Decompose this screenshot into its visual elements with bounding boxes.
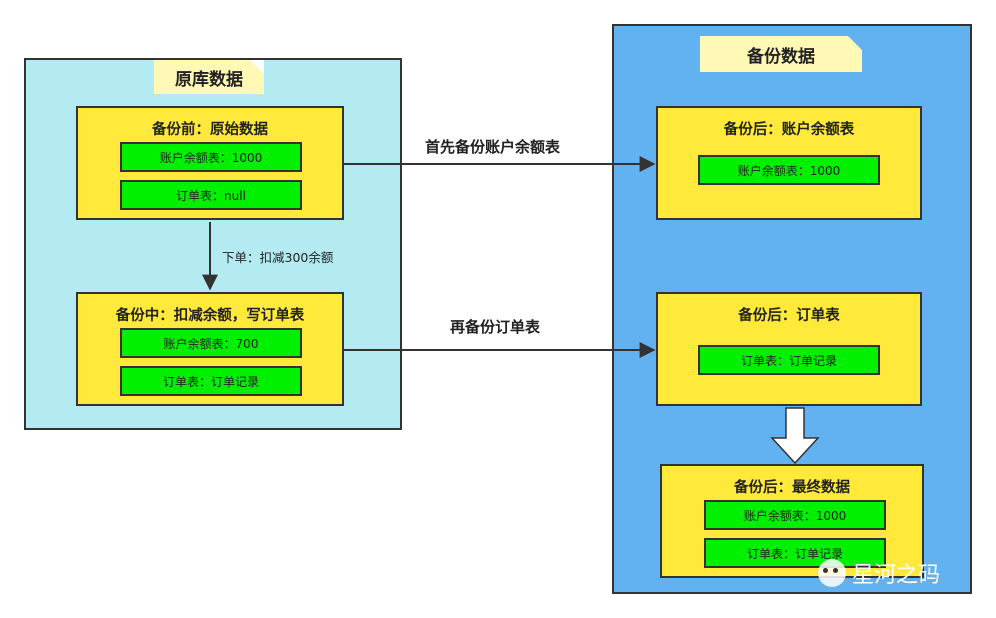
wechat-icon [818,559,846,587]
before-order-cell: 订单表：null [120,180,302,210]
backup-db-title: 备份数据 [747,46,815,67]
during-order-cell: 订单表：订单记录 [120,366,302,396]
watermark: 星河之码 [818,556,968,590]
watermark-text: 星河之码 [852,563,941,588]
source-db-title-note: 原库数据 [154,60,264,94]
during-backup-title: 备份中：扣减余额，写订单表 [115,308,305,324]
order-edge-label: 下单：扣减300余额 [222,250,334,265]
final-order-cell: 订单表：订单记录 [704,538,886,568]
after-order-title: 备份后：订单表 [738,308,840,324]
after-order-cell: 订单表：订单记录 [698,345,880,375]
after-account-title: 备份后：账户余额表 [723,122,855,138]
final-account-cell: 账户余额表：1000 [704,500,886,530]
source-db-title: 原库数据 [175,69,243,90]
first-backup-label: 首先备份账户余额表 [425,138,561,156]
backup-db-title-note: 备份数据 [700,36,862,72]
before-backup-title: 备份前：原始数据 [152,122,268,138]
final-data-title: 备份后：最终数据 [734,480,850,496]
before-account-cell: 账户余额表：1000 [120,142,302,172]
after-account-cell: 账户余额表：1000 [698,155,880,185]
merge-down-arrow [770,407,820,465]
during-account-cell: 账户余额表：700 [120,328,302,358]
second-backup-label: 再备份订单表 [450,318,541,336]
